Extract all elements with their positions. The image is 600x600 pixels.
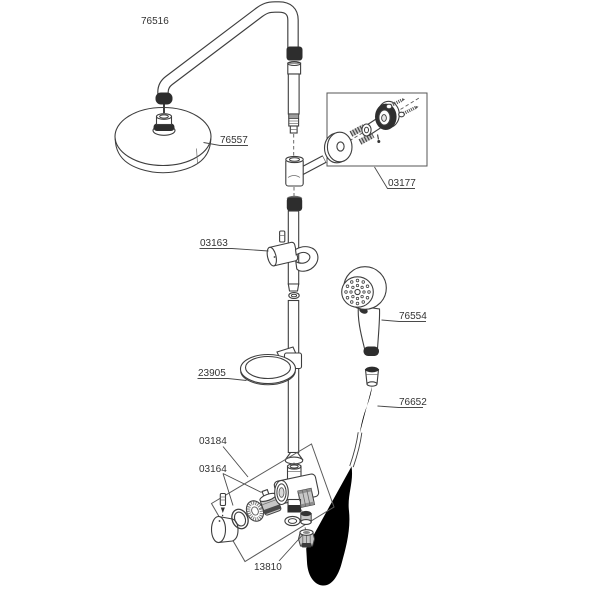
mounting-screw [385, 98, 405, 110]
outlet-nut [287, 505, 301, 512]
spray-nozzles [344, 278, 371, 306]
arm-end-cap [155, 92, 173, 105]
valve-knob [210, 515, 239, 544]
shower-arm-pipe [157, 1, 299, 101]
mounting-screw [398, 105, 419, 118]
part-label-13810: 13810 [254, 562, 282, 573]
main-column-upper [286, 46, 303, 156]
hose-cone-nut [365, 366, 379, 373]
valve-o-ring [231, 508, 249, 530]
valve-side-nut [297, 487, 316, 508]
diverter-valve-assembly [210, 443, 335, 563]
pipe-collar [286, 46, 303, 61]
exploded-view-plane [210, 443, 335, 563]
slider-bracket [266, 230, 319, 272]
hose-connection-parts [284, 491, 316, 548]
valve-pin-screw [219, 492, 227, 520]
part-label-03163: 03163 [200, 238, 228, 249]
shower-hose [306, 366, 380, 586]
bracket-pin [279, 230, 286, 243]
part-label-76652: 76652 [399, 397, 427, 408]
wall-plug [358, 132, 375, 145]
valve-body [273, 463, 320, 513]
knurled-ring [245, 500, 265, 522]
hand-shower [341, 266, 387, 356]
hose-coil [306, 466, 353, 586]
overhead-shower-head [114, 92, 212, 174]
t-fitting [285, 155, 327, 211]
washer [284, 515, 301, 527]
part-label-03164: 03164 [199, 464, 227, 475]
part-label-76554: 76554 [399, 311, 427, 322]
o-ring [288, 291, 300, 300]
handset-holder [294, 246, 319, 272]
part-label-76516: 76516 [141, 16, 169, 27]
part-label-03177: 03177 [388, 178, 416, 189]
handle-end-cap [363, 346, 379, 356]
part-label-23905: 23905 [198, 368, 226, 379]
leader-lines [197, 142, 426, 562]
soap-dish [239, 346, 303, 386]
part-label-03184: 03184 [199, 436, 227, 447]
part-label-76557: 76557 [220, 135, 248, 146]
pipe-sleeve [286, 197, 303, 211]
hose-end-nut [297, 529, 316, 548]
wall-mount-inset [323, 92, 428, 167]
part-labels: 76516 76557 03177 03163 76554 23905 7665… [141, 16, 427, 573]
